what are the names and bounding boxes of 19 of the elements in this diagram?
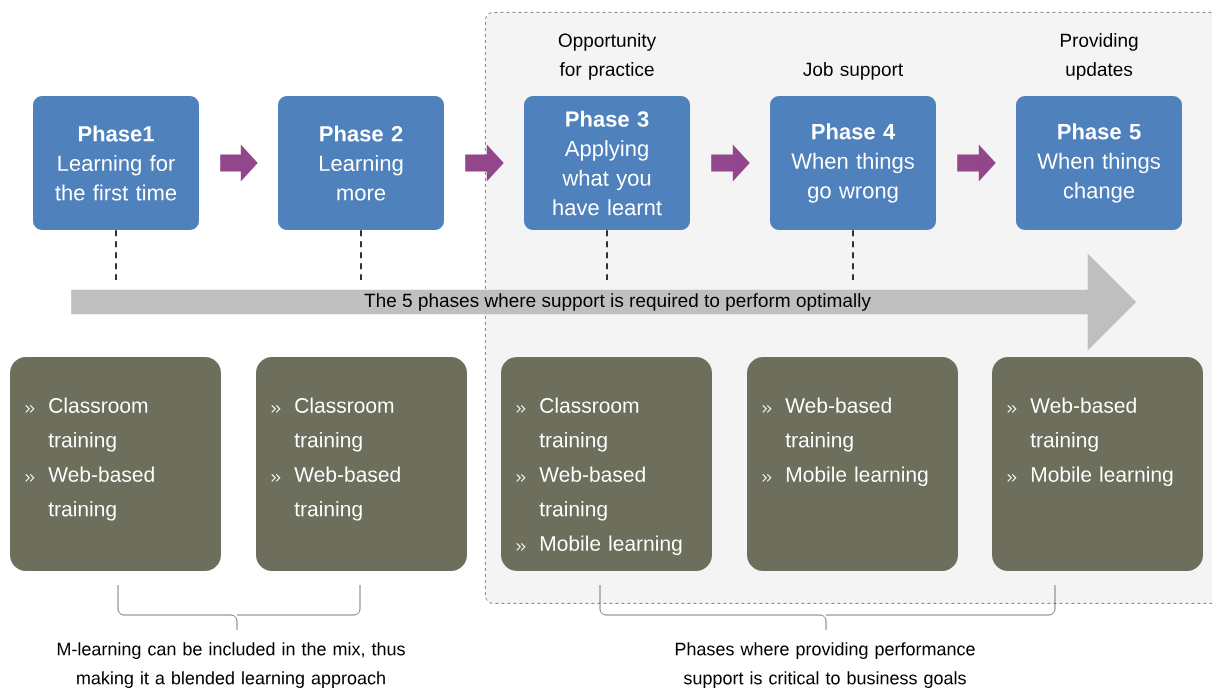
phase-box: Phase 4 When things go wrong: [770, 96, 936, 230]
phase-box: Phase 5 When things change: [1016, 96, 1182, 230]
list-box: Web-based training Mobile learning: [747, 357, 958, 571]
caption-text: M-learning can be included in the mix, thus making it a blended learning approach: [57, 642, 405, 688]
dashed-connector: [852, 229, 854, 281]
phase-box: Phase1 Learning for the first time: [33, 96, 199, 230]
caption-text: Phases where providing performance support is critical to business goals: [675, 642, 975, 688]
phase-caption: Providing updates: [1060, 33, 1138, 80]
phase-caption: Opportunity for practice: [558, 33, 657, 80]
list-box: Classroom training Web-based training Mobile learning: [501, 357, 712, 571]
dashed-connector: [606, 229, 608, 281]
phase-caption: Job support: [803, 62, 903, 80]
dashed-connector: [360, 229, 362, 281]
list-box: Classroom training Web-based training: [256, 357, 467, 571]
list-box: Classroom training Web-based training: [10, 357, 221, 571]
list-box: Web-based training Mobile learning: [992, 357, 1203, 571]
phase-box: Phase 3 Applying what you have learnt: [524, 96, 690, 230]
phase-box: Phase 2 Learning more: [278, 96, 444, 230]
dashed-connector: [115, 229, 117, 281]
